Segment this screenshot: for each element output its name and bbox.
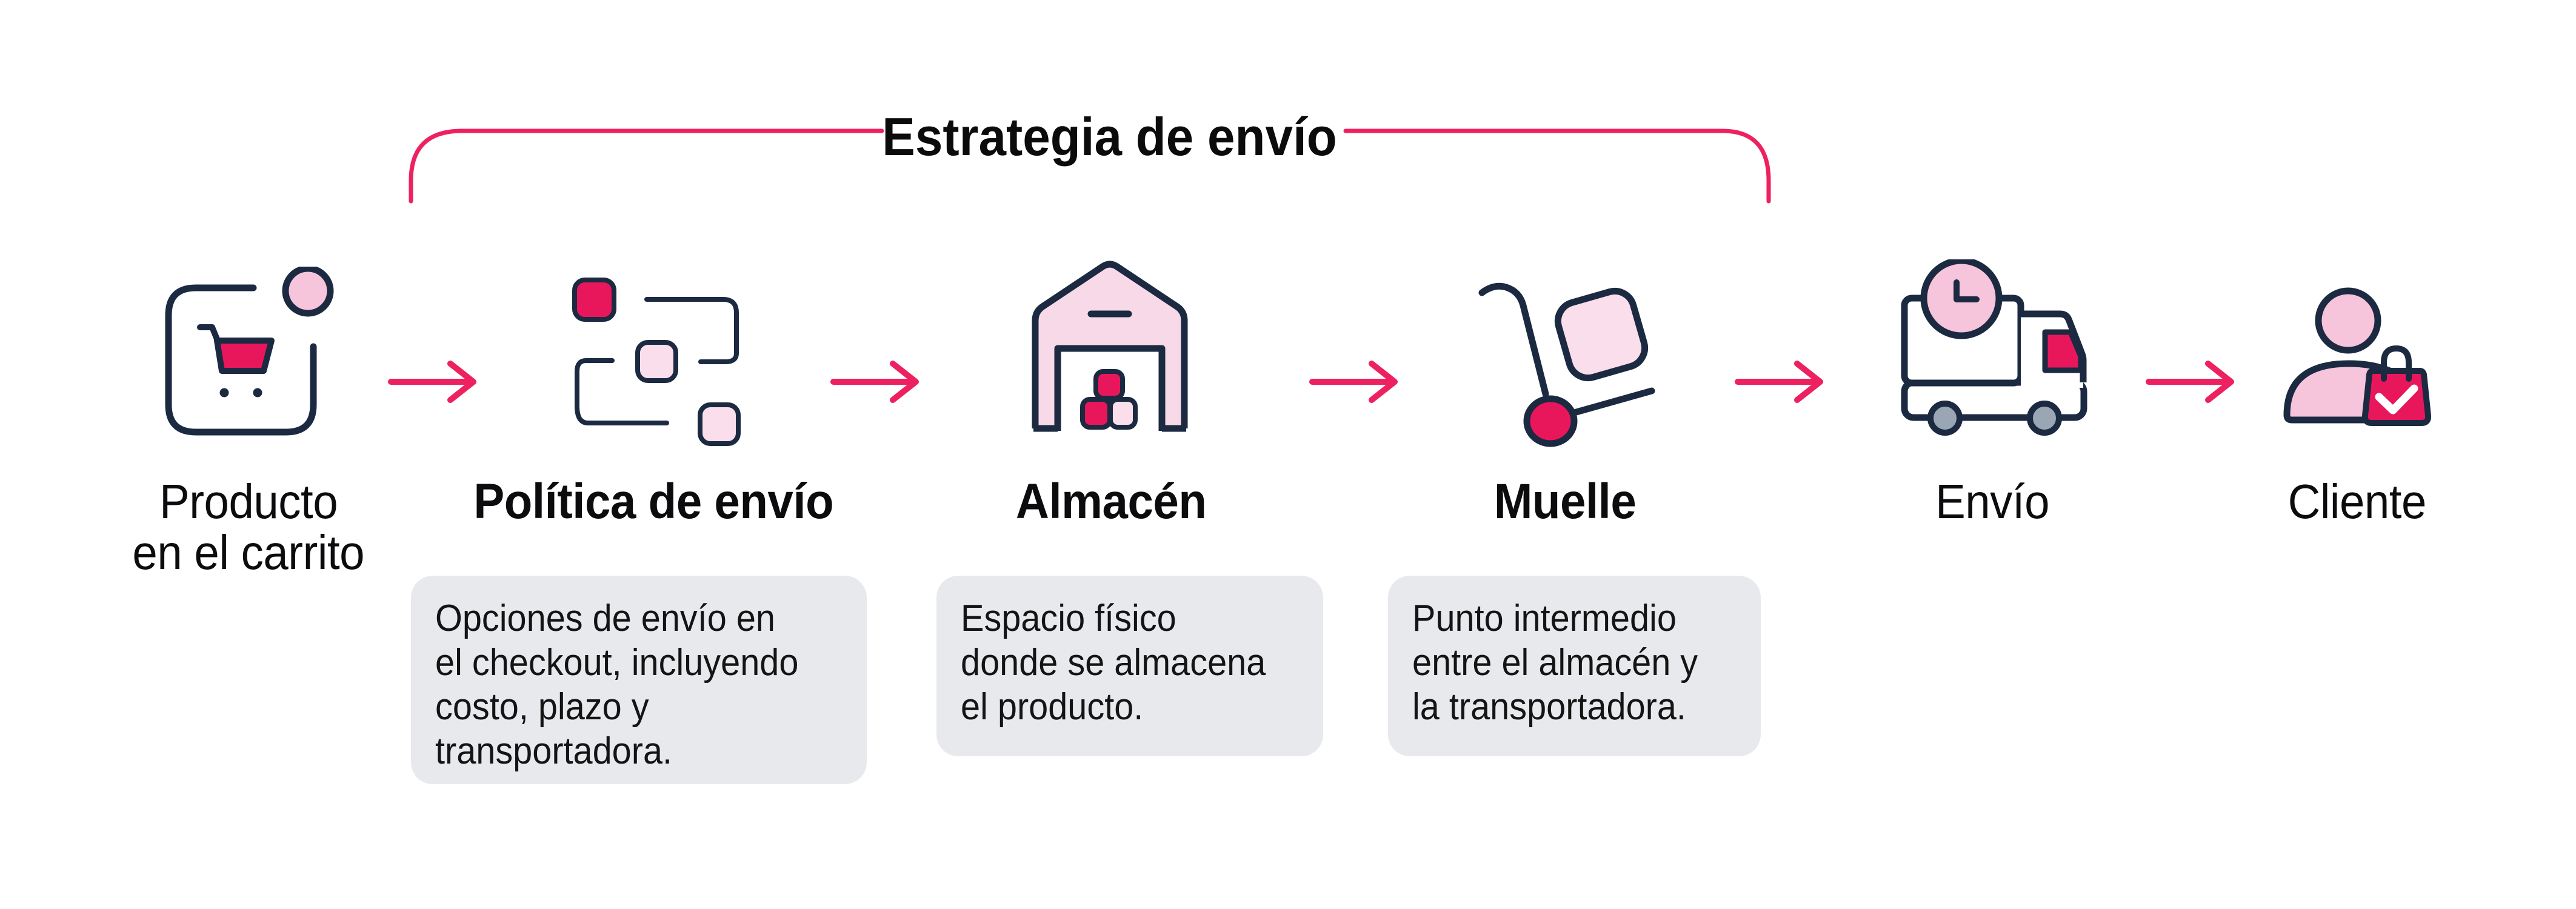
flow-arrow-icon (388, 361, 476, 403)
shopping-cart-icon (165, 267, 334, 436)
dock-description: Punto intermedio entre el almacén y la t… (1388, 576, 1761, 756)
flow-arrow-icon (2146, 361, 2234, 403)
flow-arrow-icon (1309, 361, 1398, 403)
hand-truck-icon (1478, 282, 1655, 447)
step-label-dock: Muelle (1493, 474, 1637, 529)
step-label-customer: Cliente (2287, 474, 2427, 528)
step-label-shipping: Envío (1935, 474, 2049, 528)
step-label-warehouse: Almacén (1015, 474, 1207, 529)
flow-arrow-icon (830, 361, 919, 403)
diagram-title: Estrategia de envío (881, 107, 1337, 167)
shipping-policy-flow-icon (572, 278, 741, 446)
step-label-shipping-policy: Política de envío (473, 474, 833, 529)
brace-bracket (409, 128, 1771, 204)
step-label-product-in-cart: Producto en el carrito (132, 474, 365, 579)
delivery-truck-icon (1901, 259, 2087, 436)
warehouse-description: Espacio físico donde se almacena el prod… (936, 576, 1323, 756)
warehouse-icon (1032, 261, 1188, 432)
shopper-customer-icon (2283, 287, 2432, 426)
flow-arrow-icon (1735, 361, 1823, 403)
shipping-policy-description: Opciones de envío en el checkout, incluy… (411, 576, 867, 784)
